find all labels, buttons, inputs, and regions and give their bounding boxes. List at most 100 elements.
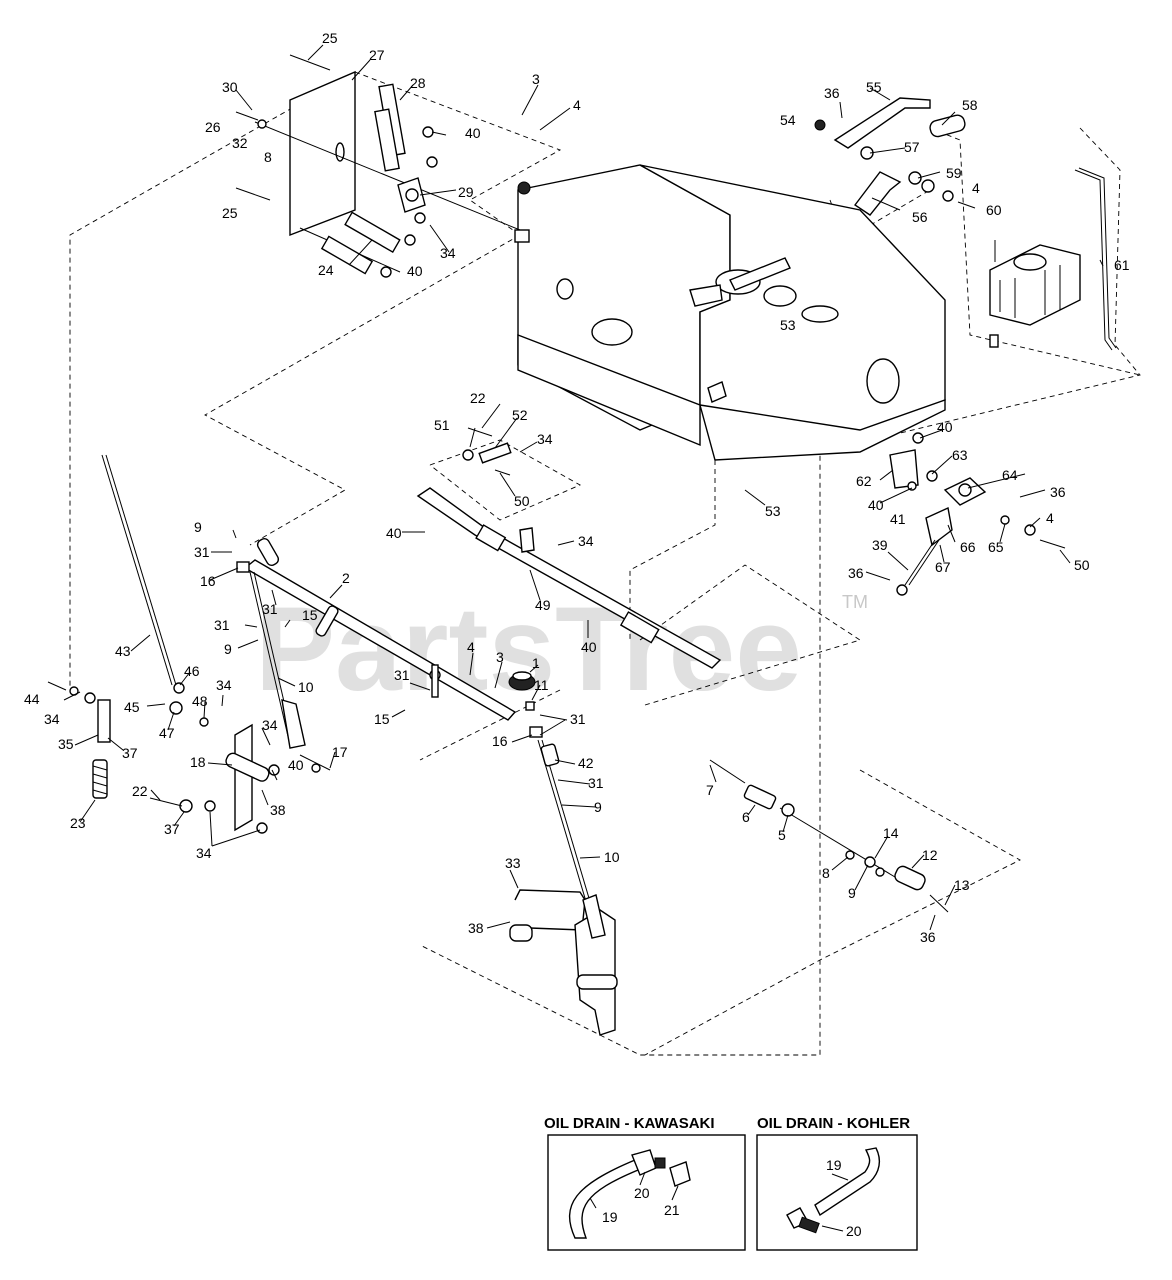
callout: 60 — [986, 202, 1002, 218]
pedal-bracket-left — [47, 681, 331, 834]
springs — [92, 743, 901, 881]
callout: 64 — [1002, 467, 1018, 483]
callout: 9 — [848, 885, 856, 901]
callout: 9 — [224, 641, 232, 657]
callout: 62 — [856, 473, 872, 489]
callout: 18 — [190, 754, 206, 770]
callout: 38 — [270, 802, 286, 818]
watermark-tm: TM — [842, 592, 868, 612]
callout: 1 — [532, 655, 540, 671]
callout: 8 — [822, 865, 830, 881]
callout: 16 — [492, 733, 508, 749]
callout: 5 — [778, 827, 786, 843]
callout: 29 — [458, 184, 474, 200]
callout: 36 — [824, 85, 840, 101]
callout: 15 — [374, 711, 390, 727]
inset-title-kohler: OIL DRAIN - KOHLER — [757, 1115, 910, 1132]
callout: 7 — [706, 782, 714, 798]
callout: 40 — [465, 125, 481, 141]
callout: 53 — [780, 317, 796, 333]
callout-labels: 25 27 30 28 26 32 8 40 29 25 34 24 40 3 … — [24, 30, 1130, 945]
callout: 48 — [192, 693, 208, 709]
callout: 61 — [1114, 257, 1130, 273]
assembly-reference-lines — [69, 71, 1141, 1056]
callout: 4 — [573, 97, 581, 113]
callout: 46 — [184, 663, 200, 679]
callout: 17 — [332, 744, 348, 760]
fuel-tank — [989, 240, 1081, 348]
callout: 38 — [468, 920, 484, 936]
shaft-2 — [236, 538, 517, 721]
leader-lines — [63, 44, 1104, 931]
callout: 31 — [570, 711, 586, 727]
callout: 4 — [972, 180, 980, 196]
inset-label: 19 — [826, 1157, 842, 1173]
callout: 34 — [216, 677, 232, 693]
side-plate-assembly — [235, 54, 521, 278]
callout: 50 — [1074, 557, 1090, 573]
callout: 16 — [200, 573, 216, 589]
callout: 2 — [342, 570, 350, 586]
inset-label: 19 — [602, 1209, 618, 1225]
callout: 23 — [70, 815, 86, 831]
callout: 34 — [44, 711, 60, 727]
inset-label: 21 — [664, 1202, 680, 1218]
right-linkage — [889, 432, 1066, 596]
callout: 33 — [505, 855, 521, 871]
callout: 12 — [922, 847, 938, 863]
inset-title-kawasaki: OIL DRAIN - KAWASAKI — [544, 1115, 715, 1132]
callout: 27 — [369, 47, 385, 63]
spring-52 — [462, 427, 512, 476]
callout: 37 — [122, 745, 138, 761]
callout: 22 — [132, 783, 148, 799]
callout: 56 — [912, 209, 928, 225]
callout: 40 — [386, 525, 402, 541]
callout: 34 — [578, 533, 594, 549]
callout: 9 — [594, 799, 602, 815]
callout: 47 — [159, 725, 175, 741]
callout: 15 — [302, 607, 318, 623]
callout: 39 — [872, 537, 888, 553]
callout: 30 — [222, 79, 238, 95]
callout: 67 — [935, 559, 951, 575]
callout: 3 — [496, 649, 504, 665]
callout: 65 — [988, 539, 1004, 555]
callout: 31 — [394, 667, 410, 683]
callout: 9 — [194, 519, 202, 535]
callout: 13 — [954, 877, 970, 893]
callout: 31 — [194, 544, 210, 560]
callout: 8 — [264, 149, 272, 165]
brake-pedal-assembly — [509, 889, 618, 1036]
callout: 6 — [742, 809, 750, 825]
callout: 37 — [164, 821, 180, 837]
callout: 51 — [434, 417, 450, 433]
callout: 25 — [222, 205, 238, 221]
callout: 34 — [537, 431, 553, 447]
callout: 25 — [322, 30, 338, 46]
callout: 63 — [952, 447, 968, 463]
callout: 40 — [288, 757, 304, 773]
rod-assembly-12 — [781, 803, 949, 913]
callout: 52 — [512, 407, 528, 423]
callout: 50 — [514, 493, 530, 509]
callout: 32 — [232, 135, 248, 151]
watermark: PartsTree — [255, 582, 802, 716]
inset-oil-drain-kawasaki: OIL DRAIN - KAWASAKI 20 21 19 — [544, 1115, 746, 1251]
callout: 28 — [410, 75, 426, 91]
callout: 40 — [868, 497, 884, 513]
callout: 58 — [962, 97, 978, 113]
knob-1 — [508, 671, 543, 738]
callout: 22 — [470, 390, 486, 406]
callout: 14 — [883, 825, 899, 841]
callout: 26 — [205, 119, 221, 135]
callout: 40 — [581, 639, 597, 655]
callout: 42 — [578, 755, 594, 771]
callout: 36 — [1050, 484, 1066, 500]
callout: 31 — [214, 617, 230, 633]
callout: 45 — [124, 699, 140, 715]
callout: 34 — [262, 717, 278, 733]
callout: 34 — [440, 245, 456, 261]
chassis-frame — [514, 164, 946, 461]
callout: 10 — [604, 849, 620, 865]
